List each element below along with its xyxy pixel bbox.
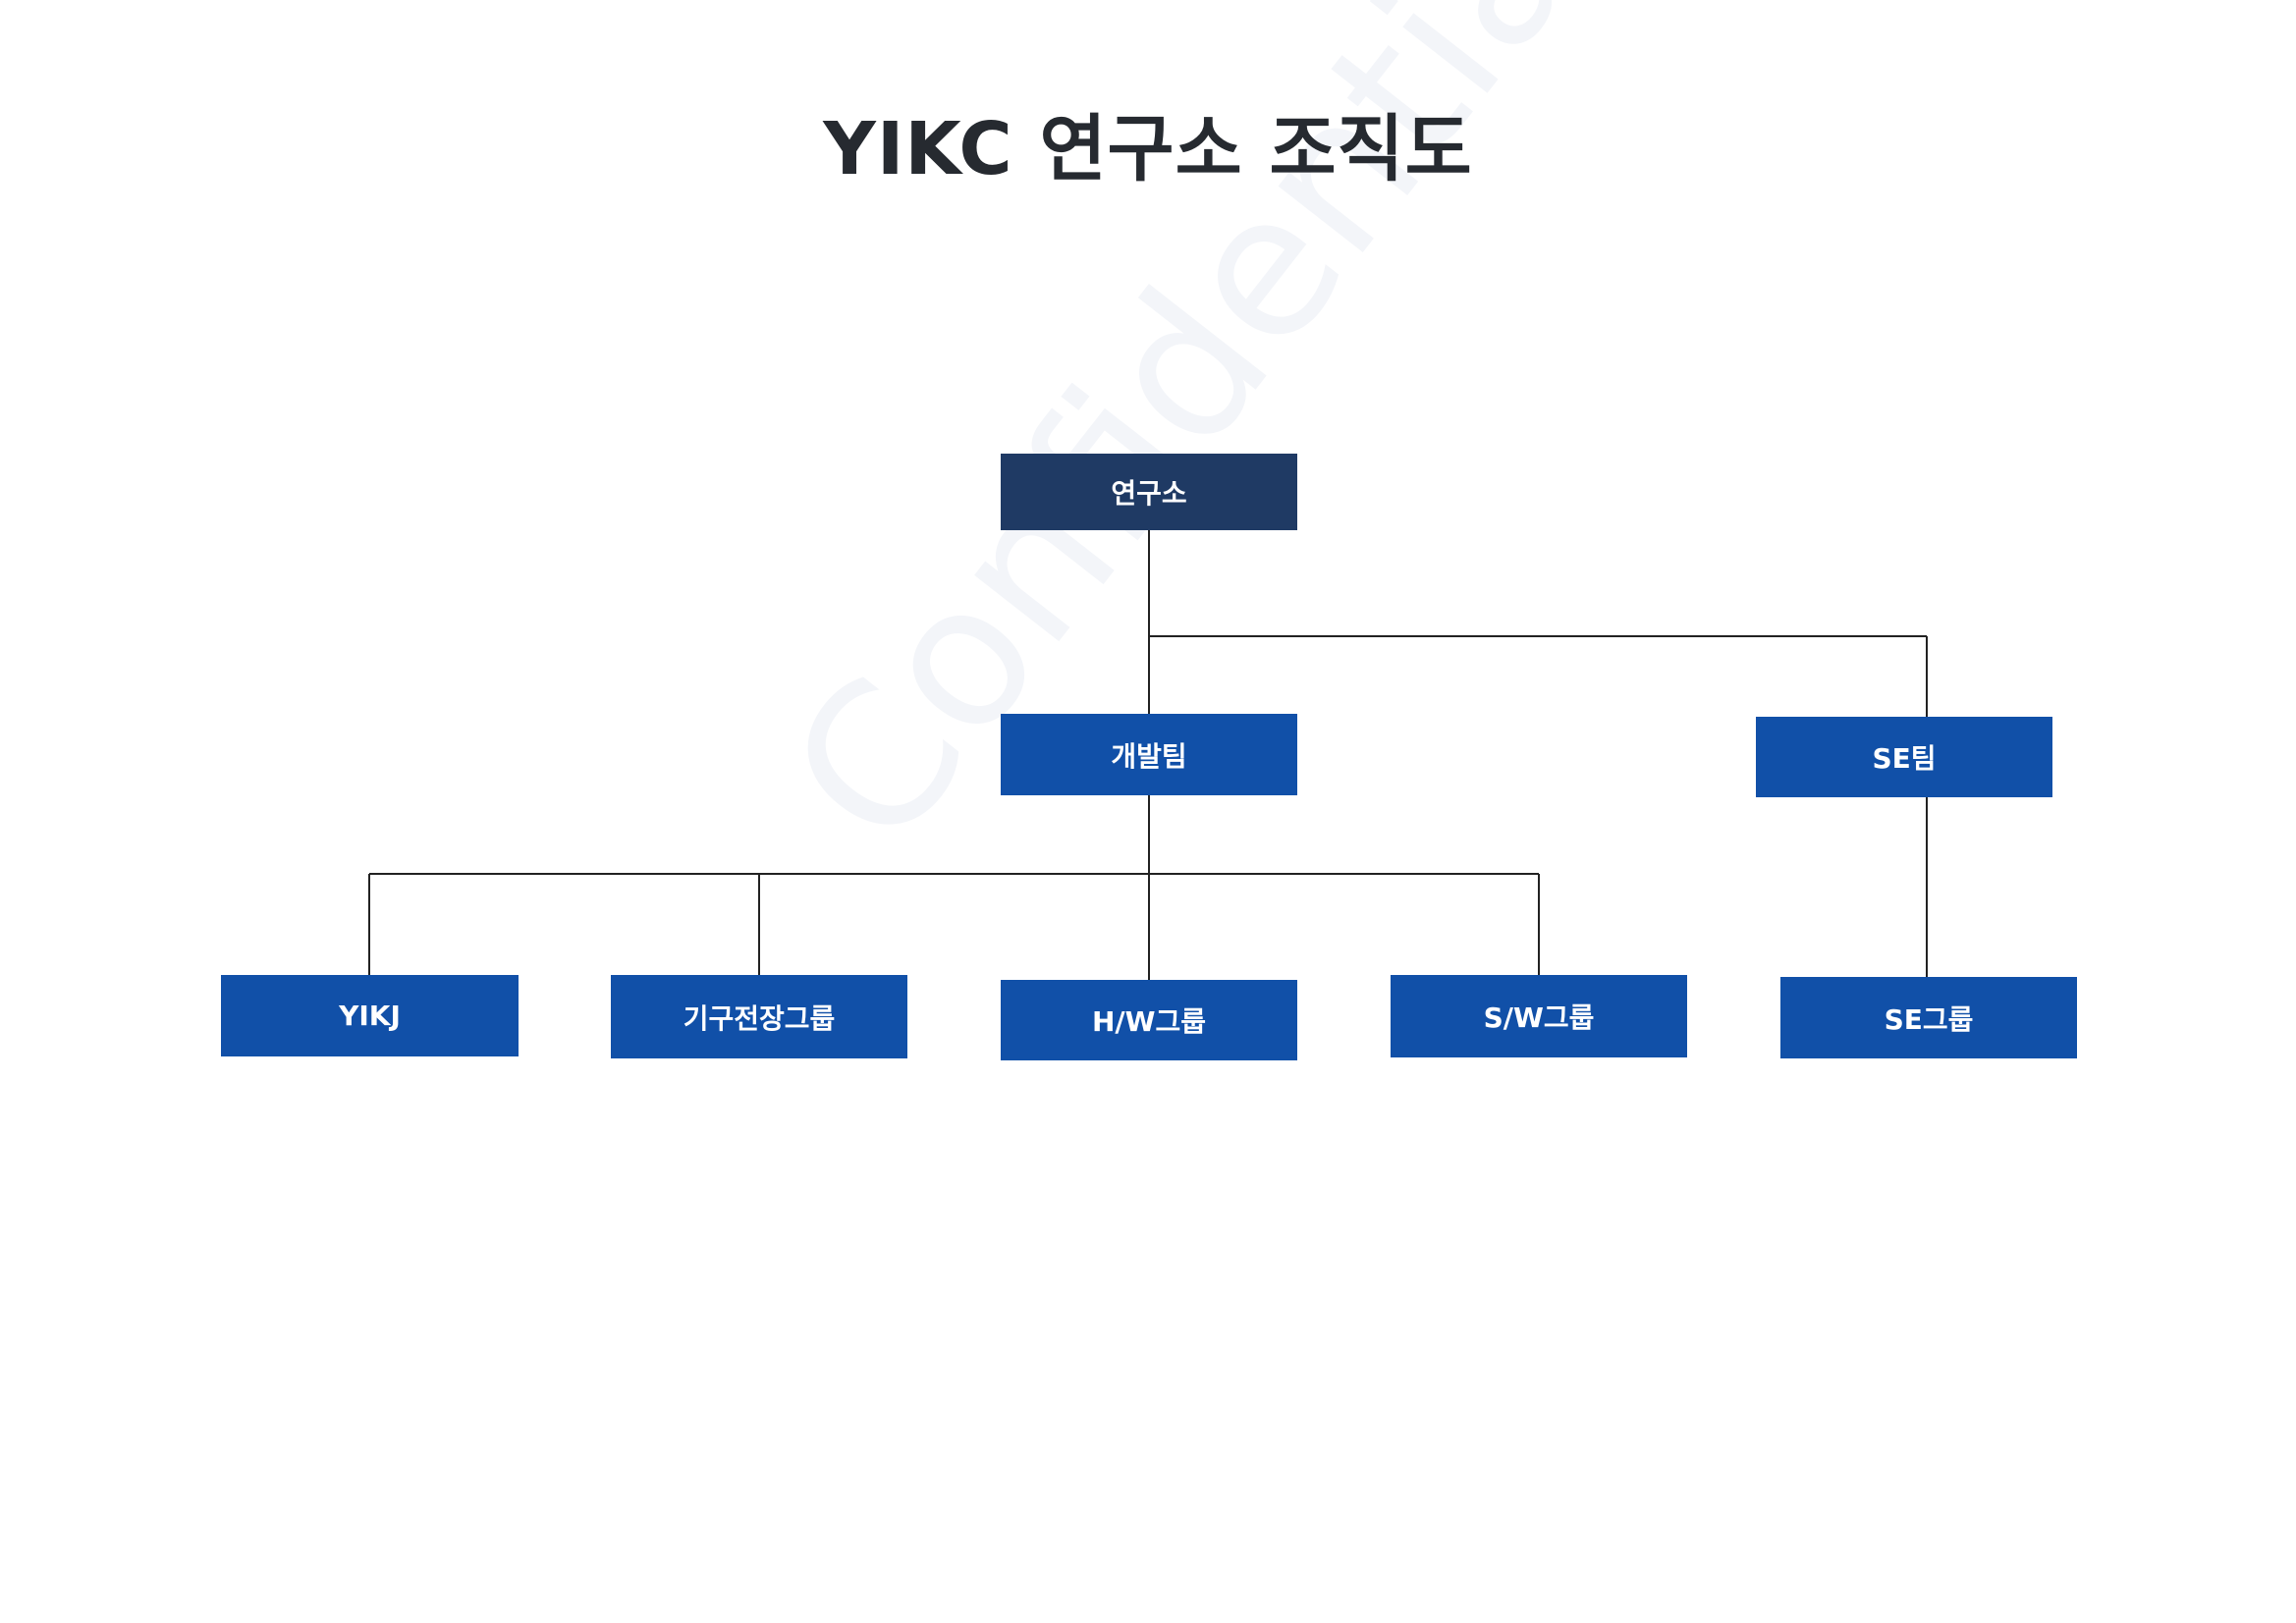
node-sw-group: S/W그룹 (1391, 975, 1687, 1057)
node-se-group: SE그룹 (1780, 977, 2077, 1058)
node-research-lab: 연구소 (1001, 454, 1297, 530)
node-hw-group: H/W그룹 (1001, 980, 1297, 1060)
page-title: YIKC 연구소 조직도 (823, 107, 1473, 191)
node-mech-elec-group: 기구전장그룹 (611, 975, 907, 1058)
node-yikj: YIKJ (221, 975, 519, 1056)
node-se-team: SE팀 (1756, 717, 2052, 797)
node-dev-team: 개발팀 (1001, 714, 1297, 795)
